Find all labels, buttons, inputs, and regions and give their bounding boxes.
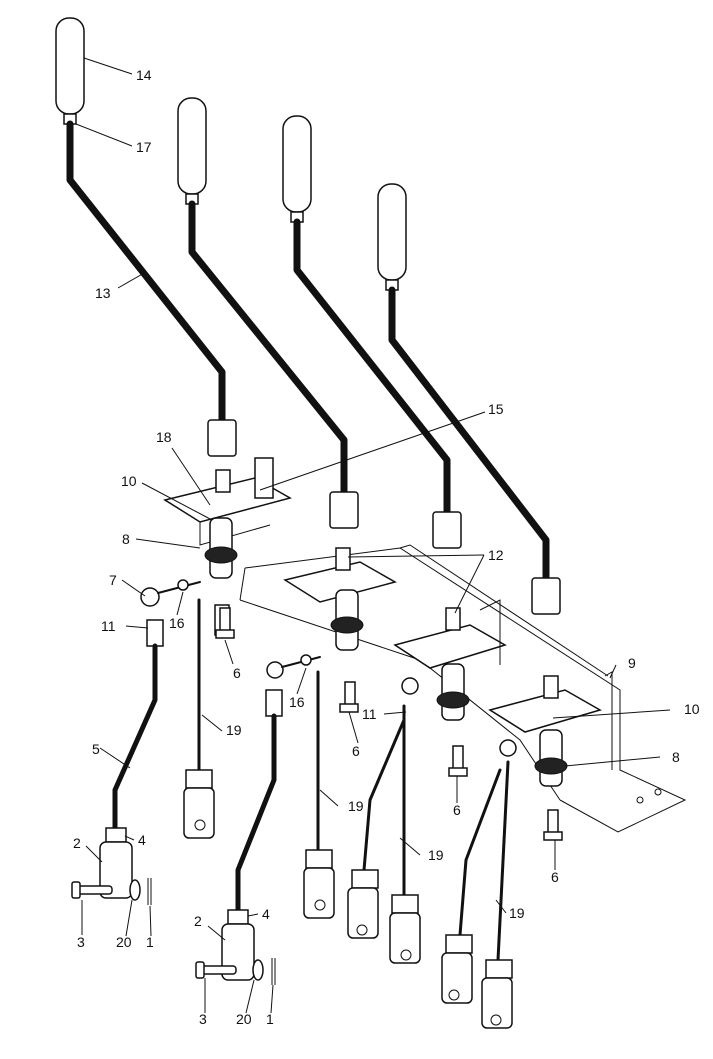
callout-5: 5: [92, 741, 100, 757]
callout-15: 15: [488, 401, 504, 417]
callout-19d: 19: [509, 905, 525, 921]
callout-3a: 3: [77, 934, 85, 950]
lever-4: [377, 183, 561, 615]
callout-16a: 16: [169, 615, 185, 631]
callout-1a: 1: [146, 934, 154, 950]
lever-3: [282, 115, 462, 549]
callout-12: 12: [488, 547, 504, 563]
callout-9: 9: [628, 655, 636, 671]
bracket-4: [488, 675, 602, 733]
rod-end-11b: [401, 677, 419, 695]
callout-10b: 10: [684, 701, 700, 717]
rods-19: [197, 598, 510, 962]
callout-7: 7: [109, 572, 117, 588]
rod-end-7: [140, 579, 201, 607]
callout-19a: 19: [226, 722, 242, 738]
lever-2: [177, 97, 359, 529]
callout-20a: 20: [116, 934, 132, 950]
callout-18: 18: [156, 429, 172, 445]
callout-6a: 6: [233, 665, 241, 681]
linkage-rod-5: [112, 619, 164, 833]
bracket-3: [393, 599, 507, 669]
callout-13: 13: [95, 285, 111, 301]
rod-end-16b: [266, 654, 321, 679]
clevis-assembly-a: [71, 827, 152, 905]
callout-19c: 19: [428, 847, 444, 863]
linkage-rod-mid: [235, 689, 283, 913]
callout-19b: 19: [348, 798, 364, 814]
pivot-3: [436, 663, 470, 721]
callout-17: 17: [136, 139, 152, 155]
leader-lines: [75, 57, 671, 1014]
callout-6b: 6: [352, 743, 360, 759]
rod-end-right: [499, 739, 517, 757]
callout-11a: 11: [101, 618, 116, 634]
bolts: [215, 607, 563, 841]
callout-10a: 10: [121, 473, 137, 489]
pivot-2: [330, 589, 364, 651]
pivot-1: [204, 517, 238, 636]
callout-16b: 16: [289, 694, 305, 710]
callout-2b: 2: [194, 913, 202, 929]
callout-1b: 1: [266, 1011, 274, 1027]
callout-8b: 8: [672, 749, 680, 765]
clevis-assembly-b: [195, 909, 276, 985]
pivot-4: [534, 729, 568, 787]
callout-14: 14: [136, 67, 152, 83]
callout-6d: 6: [551, 869, 559, 885]
clevises: [183, 769, 513, 1029]
callout-11b: 11: [362, 706, 377, 722]
callout-6c: 6: [453, 802, 461, 818]
callout-8a: 8: [122, 531, 130, 547]
bracket-1: [163, 457, 292, 546]
callout-4b: 4: [262, 906, 270, 922]
bracket-2: [283, 547, 397, 603]
callout-4a: 4: [138, 832, 146, 848]
callout-2a: 2: [73, 835, 81, 851]
callout-20b: 20: [236, 1011, 252, 1027]
callout-labels: 14 17 13 15 18 10 8 7 16 11 6 12 16 6 11…: [73, 67, 700, 1027]
callout-3b: 3: [199, 1011, 207, 1027]
lever-1: [55, 17, 237, 457]
